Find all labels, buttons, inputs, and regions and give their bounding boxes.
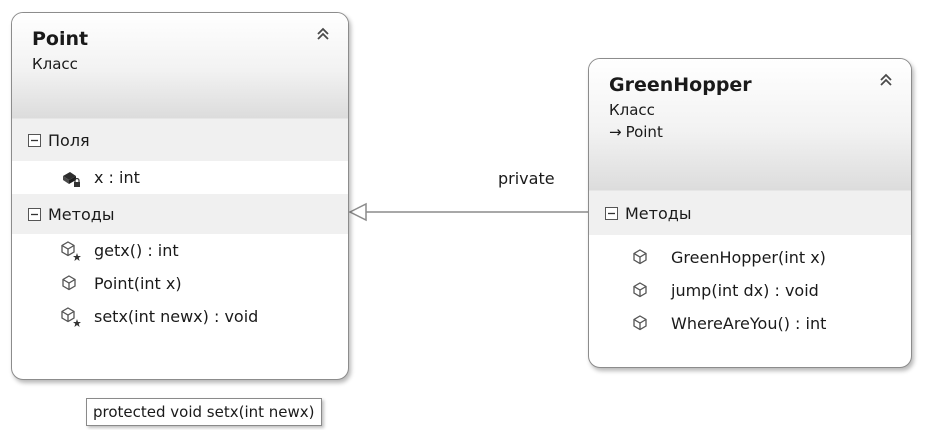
method-icon (633, 281, 647, 297)
protected-method-icon (61, 240, 81, 261)
base-class: → Point (609, 121, 895, 143)
method-icon (62, 274, 76, 290)
class-greenhopper[interactable]: GreenHopper Класс → Point Методы GreenHo… (588, 58, 912, 368)
collapse-chevron-icon[interactable] (314, 25, 332, 43)
protected-method-icon (61, 306, 81, 327)
method-item[interactable]: WhereAreYou() : int (589, 307, 911, 340)
collapse-toggle-icon[interactable] (28, 207, 41, 221)
private-field-icon (63, 171, 80, 187)
class-kind: Класс (609, 101, 655, 119)
section-title: Поля (48, 130, 90, 150)
method-label: WhereAreYou() : int (671, 314, 827, 333)
base-class-name: Point (625, 123, 663, 141)
class-name: Point (32, 28, 89, 50)
method-label: setx(int newx) : void (94, 307, 259, 326)
class-header[interactable]: Point Класс (12, 13, 348, 119)
method-item[interactable]: GreenHopper(int x) (589, 241, 911, 274)
method-item[interactable]: jump(int dx) : void (589, 274, 911, 307)
field-item[interactable]: x : int (12, 161, 348, 194)
collapse-toggle-icon[interactable] (28, 133, 41, 147)
method-label: Point(int x) (94, 274, 182, 293)
section-header-methods[interactable]: Методы (589, 191, 911, 235)
method-item[interactable]: getx() : int (12, 234, 348, 267)
method-item[interactable]: setx(int newx) : void (12, 300, 348, 333)
section-title: Методы (625, 203, 692, 223)
method-label: GreenHopper(int x) (671, 248, 826, 267)
member-tooltip: protected void setx(int newx) (86, 398, 322, 426)
class-point[interactable]: Point Класс Поля x : int Методы (11, 12, 349, 380)
method-label: getx() : int (94, 241, 179, 260)
section-title: Методы (48, 204, 115, 224)
section-header-methods[interactable]: Методы (12, 194, 348, 234)
collapse-toggle-icon[interactable] (605, 206, 618, 220)
field-label: x : int (94, 168, 140, 187)
class-kind: Класс (32, 55, 78, 73)
method-label: jump(int dx) : void (671, 281, 819, 300)
class-header[interactable]: GreenHopper Класс → Point (589, 59, 911, 191)
method-item[interactable]: Point(int x) (12, 267, 348, 300)
method-icon (633, 248, 647, 264)
class-name: GreenHopper (609, 74, 752, 96)
relationship-label: private (498, 169, 555, 188)
inheritance-arrowhead (348, 202, 367, 222)
method-icon (633, 314, 647, 330)
section-header-fields[interactable]: Поля (12, 119, 348, 161)
collapse-chevron-icon[interactable] (877, 71, 895, 89)
inherits-arrow-icon: → (609, 123, 622, 141)
